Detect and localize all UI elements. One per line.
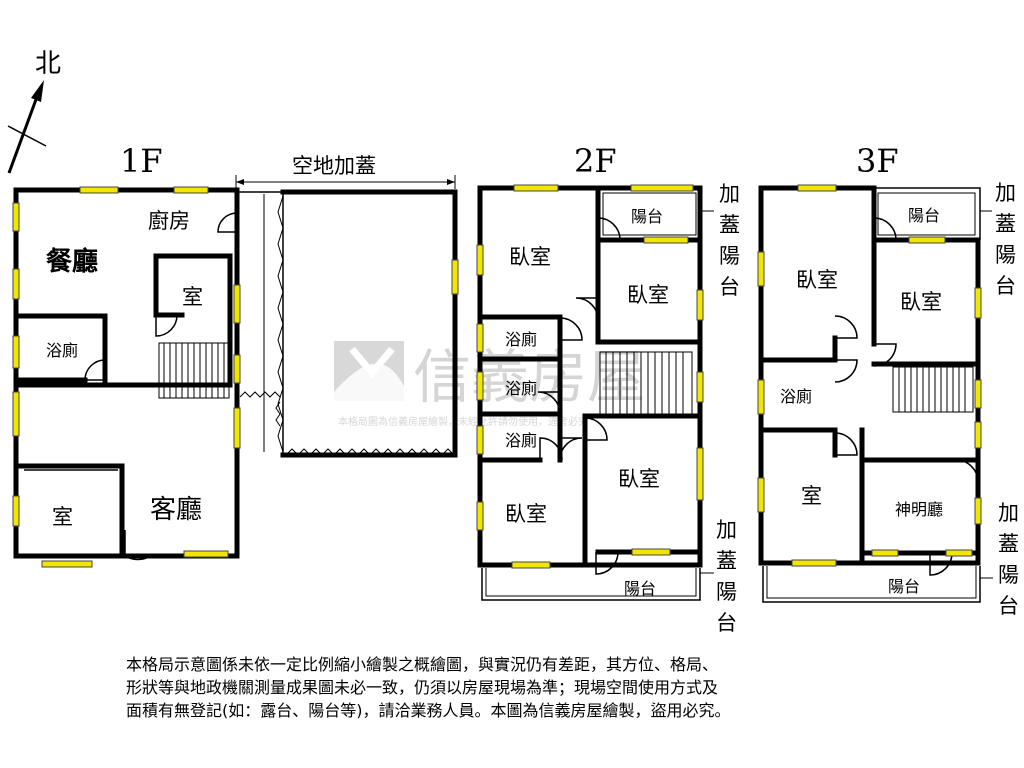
floor-2f-bath-2-door xyxy=(537,391,561,415)
floor-3f-bath-door xyxy=(834,359,858,383)
room-label-bottom-room: 室 xyxy=(52,505,73,529)
svg-text:蓋: 蓋 xyxy=(719,213,740,237)
room-label-2f-bedroom-se: 臥室 xyxy=(618,467,660,491)
disclaimer-line: 本格局示意圖係未依一定比例縮小繪製之概繪圖，與實況仍有差距，其方位、格局、 xyxy=(126,655,719,674)
floor-2f: 2F xyxy=(476,142,740,635)
floor-2f-bedroom-sw-door xyxy=(539,437,563,461)
floor-2f-added-balcony-top-label: 加 蓋 陽 台 xyxy=(719,182,740,299)
floor-3f-staircase xyxy=(892,366,974,413)
svg-text:蓋: 蓋 xyxy=(995,212,1016,236)
room-label-2f-balcony-n: 陽台 xyxy=(631,207,663,226)
svg-text:蓋: 蓋 xyxy=(716,549,737,573)
room-label-3f-balcony-s: 陽台 xyxy=(888,577,920,596)
svg-text:陽: 陽 xyxy=(716,580,737,604)
svg-text:陽: 陽 xyxy=(719,244,740,268)
room-label-3f-balcony-n: 陽台 xyxy=(908,206,940,225)
disclaimer-line: 形狀等與地政機關測量成果圖未必一致，仍須以房屋現場為準；現場空間使用方式及 xyxy=(126,678,719,697)
floor-3f-balcony-s-door xyxy=(929,552,953,576)
svg-text:台: 台 xyxy=(995,274,1016,298)
floor-3f-room-door xyxy=(834,432,858,456)
floor-1f-title: 1F xyxy=(120,142,163,180)
floor-1f-stair-wall xyxy=(18,253,233,388)
floor-2f-staircase xyxy=(599,351,693,415)
room-label-2f-bedroom-ne: 臥室 xyxy=(627,283,669,307)
watermark-note: 本格局圖為信義房屋繪製，未經允許請勿使用，違者必究 xyxy=(338,415,588,428)
floor-3f-added-balcony-bottom-label: 加 蓋 陽 台 xyxy=(998,501,1019,618)
svg-text:蓋: 蓋 xyxy=(998,532,1019,556)
floor-1f-bath-door xyxy=(84,359,106,381)
floor-1f-extension: 空地加蓋 xyxy=(235,150,459,458)
floor-1f-staircase xyxy=(158,342,230,399)
svg-text:陽: 陽 xyxy=(998,563,1019,587)
svg-text:台: 台 xyxy=(716,611,737,635)
disclaimer-note: 本格局示意圖係未依一定比例縮小繪製之概繪圖，與實況仍有差距，其方位、格局、 形狀… xyxy=(126,653,926,722)
room-label-2f-bedroom-sw: 臥室 xyxy=(505,502,547,526)
room-label-3f-room-sw: 室 xyxy=(801,484,822,508)
floor-3f-bedroom-nw-door xyxy=(834,315,858,339)
floor-2f-bath-1-door xyxy=(559,317,583,341)
extension-shutter xyxy=(285,448,455,456)
room-label-2f-balcony-s: 陽台 xyxy=(624,579,656,598)
compass-needle xyxy=(7,93,40,174)
room-label-2f-bedroom-nw: 臥室 xyxy=(509,245,551,269)
room-label-living: 客廳 xyxy=(150,495,202,525)
room-label-3f-shrine: 神明廳 xyxy=(895,500,943,519)
floor-3f: 3F xyxy=(757,142,1019,618)
room-label-2f-bath-1: 浴廁 xyxy=(505,330,537,349)
floor-3f-title: 3F xyxy=(856,142,899,180)
floor-1f-bath-wall xyxy=(18,313,108,383)
room-label-dining: 餐廳 xyxy=(46,246,98,277)
floor-1f-kitchen-door xyxy=(217,212,238,233)
floor-2f-bedroom-ne-door xyxy=(575,297,599,321)
svg-text:加: 加 xyxy=(716,518,737,542)
disclaimer-line: 面積有無登記(如：露台、陽台等)，請洽業務人員。本圖為信義房屋繪製，盜用必究。 xyxy=(126,701,731,720)
extension-folding-door xyxy=(277,195,284,453)
floor-1f-room-wall xyxy=(18,463,125,559)
svg-text:台: 台 xyxy=(998,594,1019,618)
svg-text:加: 加 xyxy=(995,181,1016,205)
floor-2f-title: 2F xyxy=(574,142,617,180)
floor-1f-room-door xyxy=(155,314,178,337)
floor-2f-added-balcony-bottom-label: 加 蓋 陽 台 xyxy=(716,518,737,635)
floor-1f-outer-wall xyxy=(13,187,240,559)
extension-label: 空地加蓋 xyxy=(292,154,376,178)
floor-3f-balcony-s xyxy=(762,566,981,603)
north-arrow-icon xyxy=(31,80,44,102)
svg-text:陽: 陽 xyxy=(995,243,1016,267)
floor-2f-balcony-s-door xyxy=(595,551,619,575)
floor-3f-balcony-door xyxy=(873,217,897,241)
floor-3f-shrine-door xyxy=(955,459,979,483)
svg-text:加: 加 xyxy=(719,182,740,206)
floor-3f-bedroom-ne-door xyxy=(873,343,897,367)
floor-1f: 1F xyxy=(12,142,241,568)
svg-text:加: 加 xyxy=(998,501,1019,525)
room-label-bath: 浴廁 xyxy=(46,341,78,360)
room-label-3f-bedroom-ne: 臥室 xyxy=(900,290,942,314)
north-compass: 北 xyxy=(7,49,61,174)
floor-3f-outer-wall xyxy=(758,185,981,566)
floor-2f-balcony-s xyxy=(481,568,701,601)
floor-3f-added-balcony-top-label: 加 蓋 陽 台 xyxy=(995,181,1016,298)
floor-2f-bath-3-door xyxy=(559,437,583,461)
floor-1f-entry-door xyxy=(124,530,152,561)
room-label-3f-bath: 浴廁 xyxy=(780,387,812,406)
room-label-kitchen: 廚房 xyxy=(148,209,190,233)
compass-crossbar xyxy=(7,125,47,147)
svg-text:台: 台 xyxy=(719,275,740,299)
room-label-3f-bedroom-nw: 臥室 xyxy=(796,268,838,292)
room-label-small-room: 室 xyxy=(182,285,203,309)
north-label: 北 xyxy=(35,49,61,79)
floor-3f-stair-walls xyxy=(758,335,838,363)
extension-outer-wall xyxy=(280,189,458,458)
room-label-2f-bath-3: 浴廁 xyxy=(505,431,537,450)
floor-2f-bedroom-se-door xyxy=(584,417,608,441)
floor-2f-balcony-door xyxy=(597,217,621,241)
watermark-brand: 信義房屋 xyxy=(413,343,645,411)
room-label-2f-bath-2: 浴廁 xyxy=(505,379,537,398)
